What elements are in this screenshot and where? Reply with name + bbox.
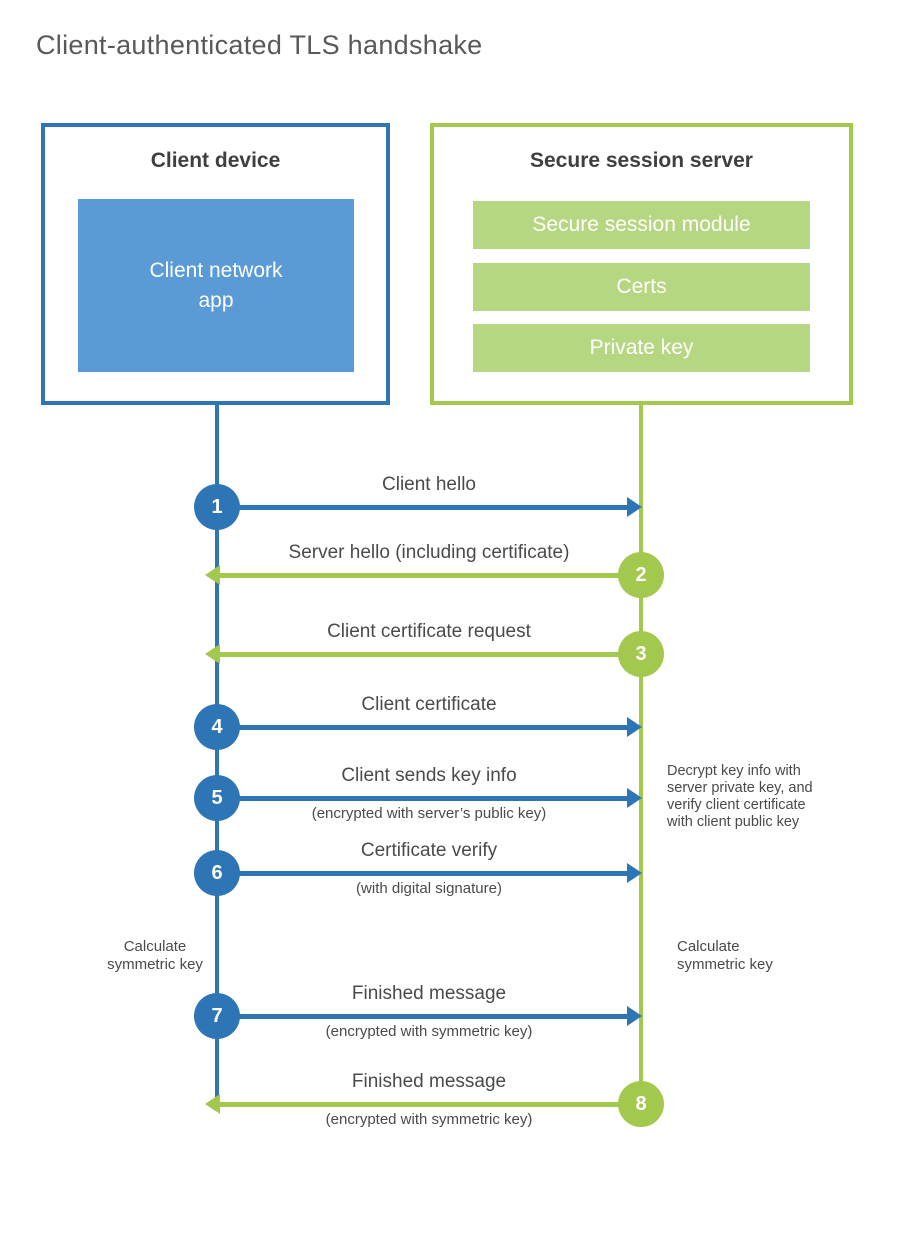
message-label: Certificate verify [360,840,498,861]
step-number: 3 [635,642,647,665]
message-sub-label: (encrypted with symmetric key) [325,1023,533,1040]
step-number: 6 [211,861,223,884]
server-heading: Secure session server [530,149,753,172]
arrow-head-icon [627,497,642,517]
step-number-badge: 6 [194,850,240,896]
step-number-badge: 2 [618,552,664,598]
secure-session-server-box: Secure session server Secure session mod… [430,123,853,405]
arrow-shaft [217,725,628,730]
note-calculate-symmetric-key-client: Calculate symmetric key [107,938,203,973]
arrow-head-icon [205,1094,220,1114]
server-module-bar: Secure session module [473,201,810,249]
step-number-badge: 8 [618,1081,664,1127]
arrow-shaft [217,796,628,801]
arrow-shaft [217,871,628,876]
step-number-badge: 4 [194,704,240,750]
step-number-badge: 1 [194,484,240,530]
message-label: Client hello [382,474,476,495]
message-label: Finished message [351,983,507,1004]
message-label: Finished message [351,1071,507,1092]
page-title: Client-authenticated TLS handshake [36,30,483,60]
message-sub-label: (encrypted with symmetric key) [325,1111,533,1128]
client-lifeline [215,405,219,1106]
note-calculate-symmetric-key-server: Calculate symmetric key [677,938,773,973]
step-number: 5 [211,786,223,809]
message-sub-label: (encrypted with server’s public key) [311,805,547,822]
arrow-head-icon [205,565,220,585]
arrow-shaft [220,1102,641,1107]
arrow-head-icon [205,644,220,664]
server-lifeline [639,405,643,1104]
step-number-badge: 7 [194,993,240,1039]
message-sub-label: (with digital signature) [356,880,502,897]
client-device-heading: Client device [150,149,281,172]
arrow-head-icon [627,788,642,808]
step-number: 7 [211,1004,223,1027]
note-decrypt-key-info: Decrypt key info with server private key… [667,763,813,830]
message-label: Client sends key info [341,765,517,786]
step-number: 2 [635,563,647,586]
step-number-badge: 5 [194,775,240,821]
server-certs-bar: Certs [473,263,810,311]
step-number: 8 [635,1092,647,1115]
arrow-head-icon [627,863,642,883]
step-number: 4 [211,715,223,738]
client-device-box: Client device Client network app [41,123,390,405]
message-label: Client certificate request [327,621,531,642]
arrow-head-icon [627,1006,642,1026]
arrow-shaft [220,652,641,657]
message-label: Server hello (including certificate) [288,542,570,563]
arrow-head-icon [627,717,642,737]
message-label: Client certificate [361,694,497,715]
step-number-badge: 3 [618,631,664,677]
server-private-key-bar: Private key [473,324,810,372]
step-number: 1 [211,495,223,518]
arrow-shaft [217,505,628,510]
arrow-shaft [217,1014,628,1019]
arrow-shaft [220,573,641,578]
client-network-app-box: Client network app [78,199,354,372]
